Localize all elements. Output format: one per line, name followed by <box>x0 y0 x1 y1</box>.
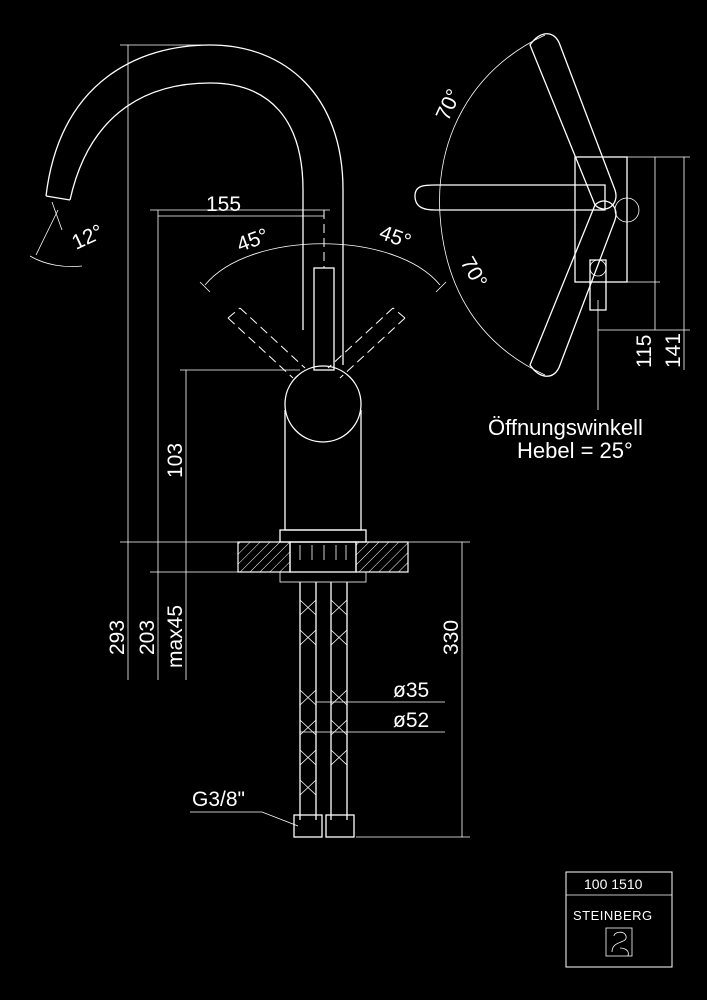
reach-label: 155 <box>206 193 241 216</box>
side-141-label: 141 <box>662 333 685 368</box>
mixer-body <box>279 365 367 543</box>
spout-angle-label: 12° <box>68 220 107 254</box>
max-deck-label: max45 <box>164 605 187 668</box>
title-block: 100 1510 STEINBERG <box>565 871 673 968</box>
spout-outline <box>45 44 344 365</box>
base-diameter-label: ø52 <box>393 709 429 732</box>
opening-angle-note: Öffnungswinkell Hebel = 25° <box>488 415 643 463</box>
note-line-2: Hebel = 25° <box>517 438 633 463</box>
spout-angle-marker: 12° <box>29 209 107 267</box>
article-number: 100 1510 <box>584 876 643 892</box>
hoses <box>293 582 355 838</box>
lever-arc: 45° 45° <box>199 221 447 293</box>
lever-right-angle-label: 45° <box>376 221 414 253</box>
deck-section <box>237 541 409 583</box>
hose-length-label: 330 <box>440 620 463 655</box>
top-view: 70° 70° 115 141 <box>414 33 690 410</box>
rotation-top-angle-label: 70° <box>432 86 466 125</box>
hole-diameter-label: ø35 <box>393 679 429 702</box>
note-line-1: Öffnungswinkell <box>488 415 643 440</box>
thread-label: G3/8" <box>192 788 245 811</box>
steinberg-logo-icon <box>605 927 633 957</box>
right-dimensions: 330 ø35 ø52 G3/8" <box>190 541 470 838</box>
lever-left-angle-label: 45° <box>234 224 272 256</box>
left-dimensions: 103 293 203 max45 <box>106 44 330 680</box>
brand-name: STEINBERG <box>573 908 653 923</box>
side-115-label: 115 <box>633 335 656 368</box>
body-height-label: 103 <box>164 443 187 478</box>
spout-height-label: 203 <box>136 620 159 655</box>
reach-dimension: 155 <box>158 193 324 217</box>
rotation-bottom-angle-label: 70° <box>456 253 492 292</box>
total-height-label: 293 <box>106 620 129 655</box>
lever-positions <box>227 210 406 379</box>
